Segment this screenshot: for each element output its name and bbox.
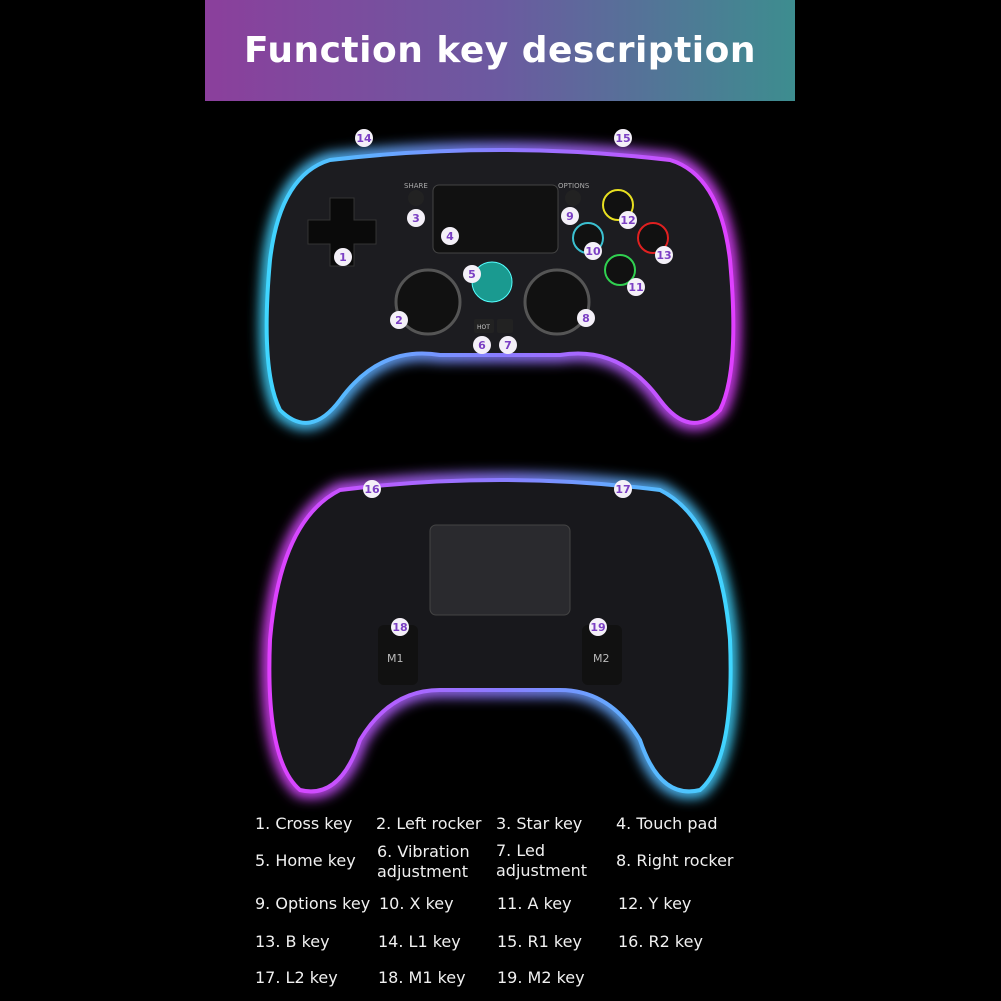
callout-5: 5	[463, 265, 481, 283]
led-button	[497, 319, 513, 333]
callout-16: 16	[363, 480, 381, 498]
svg-text:M2: M2	[593, 652, 610, 665]
left-stick	[394, 268, 462, 336]
callout-3: 3	[407, 209, 425, 227]
a-button	[604, 254, 636, 286]
legend-item: 8. Right rocker	[616, 851, 734, 870]
legend-item: 11. A key	[497, 894, 572, 913]
hot-button	[474, 319, 494, 333]
callout-10: 10	[584, 242, 602, 260]
callout-8: 8	[577, 309, 595, 327]
callout-12: 12	[619, 211, 637, 229]
callout-6: 6	[473, 336, 491, 354]
title-banner: Function key description	[205, 0, 795, 101]
svg-text:HOT: HOT	[477, 324, 490, 331]
callout-4: 4	[441, 227, 459, 245]
legend-item: 9. Options key	[255, 894, 371, 913]
callout-14: 14	[355, 129, 373, 147]
callout-19: 19	[589, 618, 607, 636]
legend-item: 4. Touch pad	[616, 814, 718, 833]
callout-11: 11	[627, 278, 645, 296]
legend-item: 10. X key	[379, 894, 454, 913]
callout-13: 13	[655, 246, 673, 264]
legend-item: 18. M1 key	[378, 968, 466, 987]
dpad	[307, 197, 377, 267]
legend-item: 7. Led adjustment	[496, 841, 587, 880]
legend-item: 17. L2 key	[255, 968, 338, 987]
legend-item: 6. Vibration adjustment	[377, 842, 470, 881]
legend-item: 14. L1 key	[378, 932, 461, 951]
legend-item: 12. Y key	[618, 894, 692, 913]
share-button	[408, 190, 424, 206]
legend-item: 16. R2 key	[618, 932, 703, 951]
legend-item: 1. Cross key	[255, 814, 353, 833]
legend-item: 13. B key	[255, 932, 330, 951]
callout-2: 2	[390, 311, 408, 329]
m1-paddle	[378, 625, 418, 685]
touch-pad	[432, 184, 559, 254]
callout-15: 15	[614, 129, 632, 147]
legend-item: 5. Home key	[255, 851, 356, 870]
controller-back: M1 M2	[262, 473, 738, 799]
callout-7: 7	[499, 336, 517, 354]
page-title: Function key description	[244, 30, 756, 71]
legend-item: 15. R1 key	[497, 932, 582, 951]
b-button	[637, 222, 669, 254]
legend-item: 2. Left rocker	[376, 814, 482, 833]
svg-text:M1: M1	[387, 652, 404, 665]
svg-text:SHARE: SHARE	[404, 182, 428, 190]
controller-front: SHARE OPTIONS HOT	[259, 143, 741, 430]
right-stick	[523, 268, 591, 336]
m2-paddle	[582, 625, 622, 685]
callout-17: 17	[614, 480, 632, 498]
svg-text:OPTIONS: OPTIONS	[558, 182, 590, 190]
legend-item: 3. Star key	[496, 814, 583, 833]
callout-9: 9	[561, 207, 579, 225]
callout-1: 1	[334, 248, 352, 266]
callout-18: 18	[391, 618, 409, 636]
legend-item: 19. M2 key	[497, 968, 585, 987]
options-button	[565, 190, 581, 206]
